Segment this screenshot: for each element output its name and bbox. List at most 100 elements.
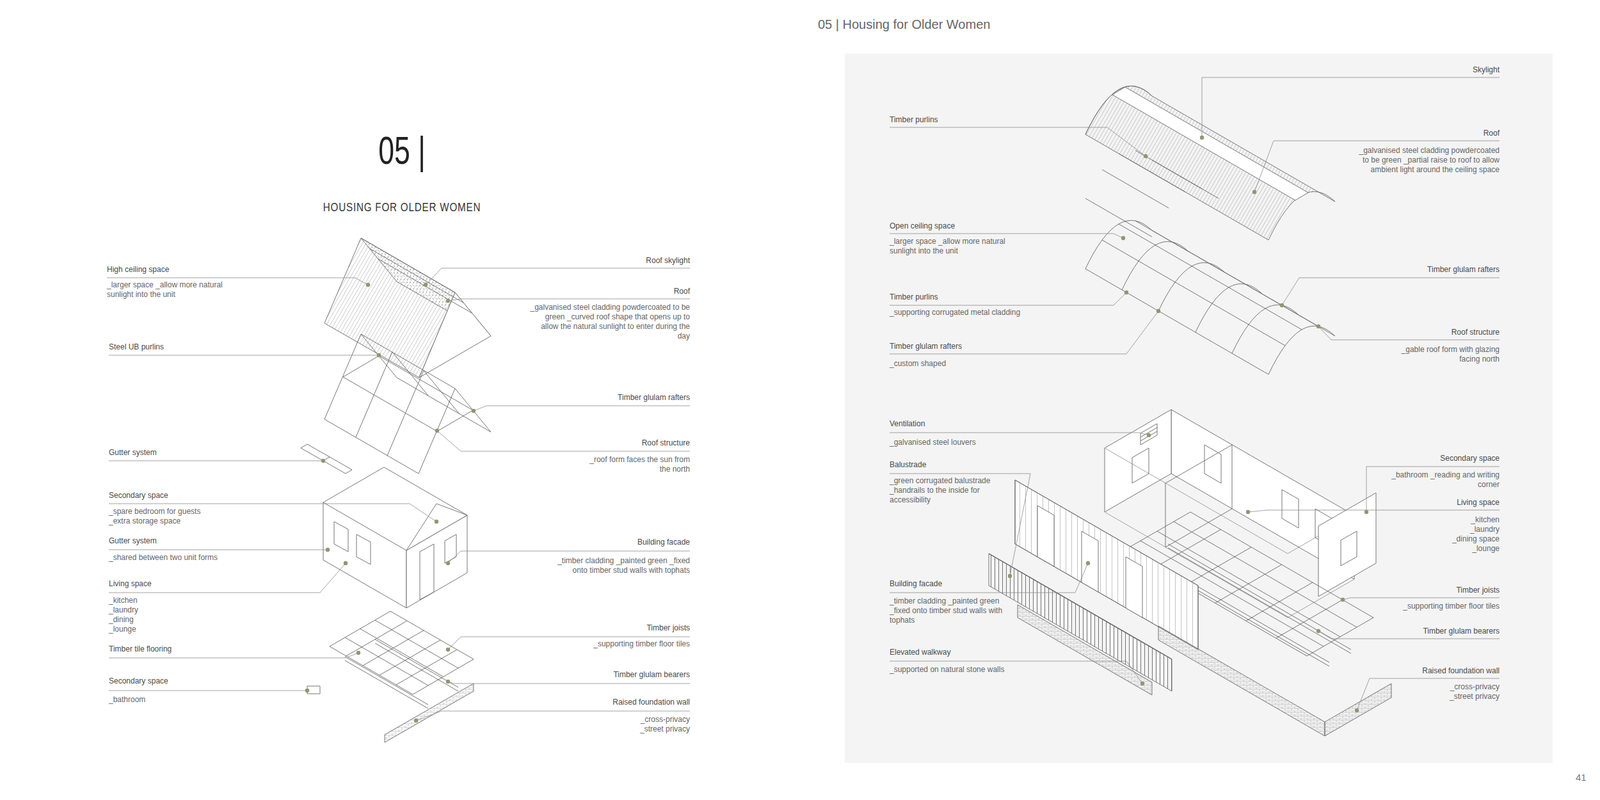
right-axonometric-part <box>1085 198 1152 237</box>
left-axonometric-part <box>323 502 407 608</box>
callout-heading: Secondary space <box>108 676 169 687</box>
callout-heading: Roof <box>1483 128 1500 139</box>
left-axonometric-part <box>343 355 379 377</box>
left-axonometric-part <box>387 370 460 456</box>
callout-note: _supporting timber floor tiles <box>1358 601 1500 612</box>
leader-lines-part <box>108 563 346 593</box>
left-axonometric-part <box>334 521 349 552</box>
right-axonometric-part <box>1135 220 1319 327</box>
left-axonometric-part <box>419 292 491 378</box>
right-axonometric-part <box>1140 423 1158 445</box>
right-axonometric-part <box>1085 220 1152 269</box>
left-axonometric-part <box>379 640 441 676</box>
callout-note: _spare bedroom for guests _extra storage… <box>108 506 221 527</box>
left-axonometric-part <box>346 620 408 656</box>
left-axonometric-part <box>356 534 371 565</box>
right-axonometric-part <box>1112 87 1309 201</box>
page-number: 41 <box>1575 771 1587 784</box>
leader-dots <box>305 135 1369 723</box>
leader-dots-part <box>325 547 330 552</box>
leader-dots-part <box>434 519 439 524</box>
left-axonometric-part <box>444 534 457 564</box>
panel-ground <box>844 53 1553 763</box>
left-axonometric-part <box>329 611 474 695</box>
callout-note: _bathroom <box>108 695 146 705</box>
leader-dots-part <box>1008 574 1012 578</box>
callout-heading: Ventilation <box>889 419 925 429</box>
leader-dots-part <box>1252 190 1257 194</box>
chapter-number: 05 | <box>341 128 462 173</box>
right-axonometric-part <box>1281 489 1299 528</box>
leader-dots-part <box>356 650 361 655</box>
callout-note: _supported on natural stone walls <box>889 664 1031 675</box>
left-axonometric-part <box>362 630 424 666</box>
leader-lines-part <box>108 652 359 658</box>
leader-lines-part <box>1342 597 1500 600</box>
callout-note: _custom shaped <box>889 359 986 369</box>
leader-dots-part <box>1354 708 1359 713</box>
leader-lines-part <box>1366 466 1500 512</box>
left-axonometric-part <box>359 628 443 677</box>
right-axonometric-part <box>1276 599 1343 639</box>
leader-dots-part <box>446 298 450 303</box>
leader-lines-part <box>448 636 690 650</box>
leader-lines-part <box>1356 678 1500 711</box>
leader-dots-part <box>1086 561 1090 566</box>
callout-heading: Living space <box>1456 497 1500 508</box>
left-axonometric-part <box>324 419 419 474</box>
callout-heading: Roof structure <box>641 438 690 448</box>
callout-heading: Raised foundation wall <box>1422 666 1500 676</box>
callout-heading: Open ceiling space <box>889 221 955 232</box>
callout-heading: Timber joists <box>1456 585 1500 596</box>
right-axonometric-part <box>1154 529 1222 568</box>
leader-dots-part <box>321 458 326 463</box>
left-axonometric-part <box>375 620 459 669</box>
callout-note: _timber cladding _painted green _fixed o… <box>552 556 690 576</box>
chapter-title: HOUSING FOR OLDER WOMEN <box>294 199 510 216</box>
callout-heading: Steel UB purlins <box>108 342 164 352</box>
left-axonometric-part <box>437 410 473 432</box>
left-axonometric-part <box>377 258 472 313</box>
right-axonometric-part <box>1165 444 1232 548</box>
left-axonometric-part <box>396 377 491 432</box>
right-axonometric-part <box>1246 582 1313 621</box>
callout-note: _kitchen _laundry _dining space _lounge <box>1445 515 1500 554</box>
left-axonometric-part <box>369 248 464 303</box>
left-axonometric-part <box>324 334 397 420</box>
left-axonometric <box>300 238 491 743</box>
leader-lines-part <box>448 298 690 301</box>
callout-note: _timber cladding _painted green _fixed o… <box>889 596 1012 626</box>
right-axonometric-part <box>1081 531 1099 592</box>
leader-lines-part <box>108 355 379 356</box>
callout-note: _cross-privacy _street privacy <box>1435 682 1500 702</box>
callout-heading: Gutter system <box>108 448 157 458</box>
leader-lines-part <box>108 690 308 692</box>
callout-note: _supporting timber floor tiles <box>549 639 690 649</box>
right-axonometric-part <box>1102 240 1286 346</box>
leader-dots-part <box>343 561 348 566</box>
leader-lines-part <box>1254 140 1500 192</box>
right-axonometric-part <box>1184 547 1252 586</box>
callout-note: _supporting corrugated metal cladding <box>889 307 1040 318</box>
leader-dots-part <box>446 647 450 652</box>
right-axonometric-part <box>1132 448 1149 484</box>
callout-note: _galvanised steel louvers <box>889 437 992 448</box>
leader-lines-part <box>448 681 690 684</box>
leader-dots-part <box>1140 681 1145 686</box>
left-axonometric-part <box>355 352 429 438</box>
left-axonometric-part <box>378 355 473 411</box>
leader-dots-part <box>1143 154 1148 159</box>
leader-lines-part <box>1318 326 1500 340</box>
left-axonometric-part <box>384 683 474 743</box>
right-axonometric-part <box>1017 604 1152 696</box>
leader-lines-part <box>889 661 1143 684</box>
right-axonometric-part <box>1121 241 1189 290</box>
left-axonometric-part <box>344 660 429 709</box>
leader-lines-part <box>437 430 690 452</box>
callout-note: _roof form faces the sun from the north <box>587 455 690 475</box>
callout-heading: Building facade <box>637 537 690 548</box>
right-axonometric-part <box>1135 150 1202 189</box>
leader-dots-part <box>1364 510 1369 514</box>
left-axonometric-part <box>375 639 459 688</box>
